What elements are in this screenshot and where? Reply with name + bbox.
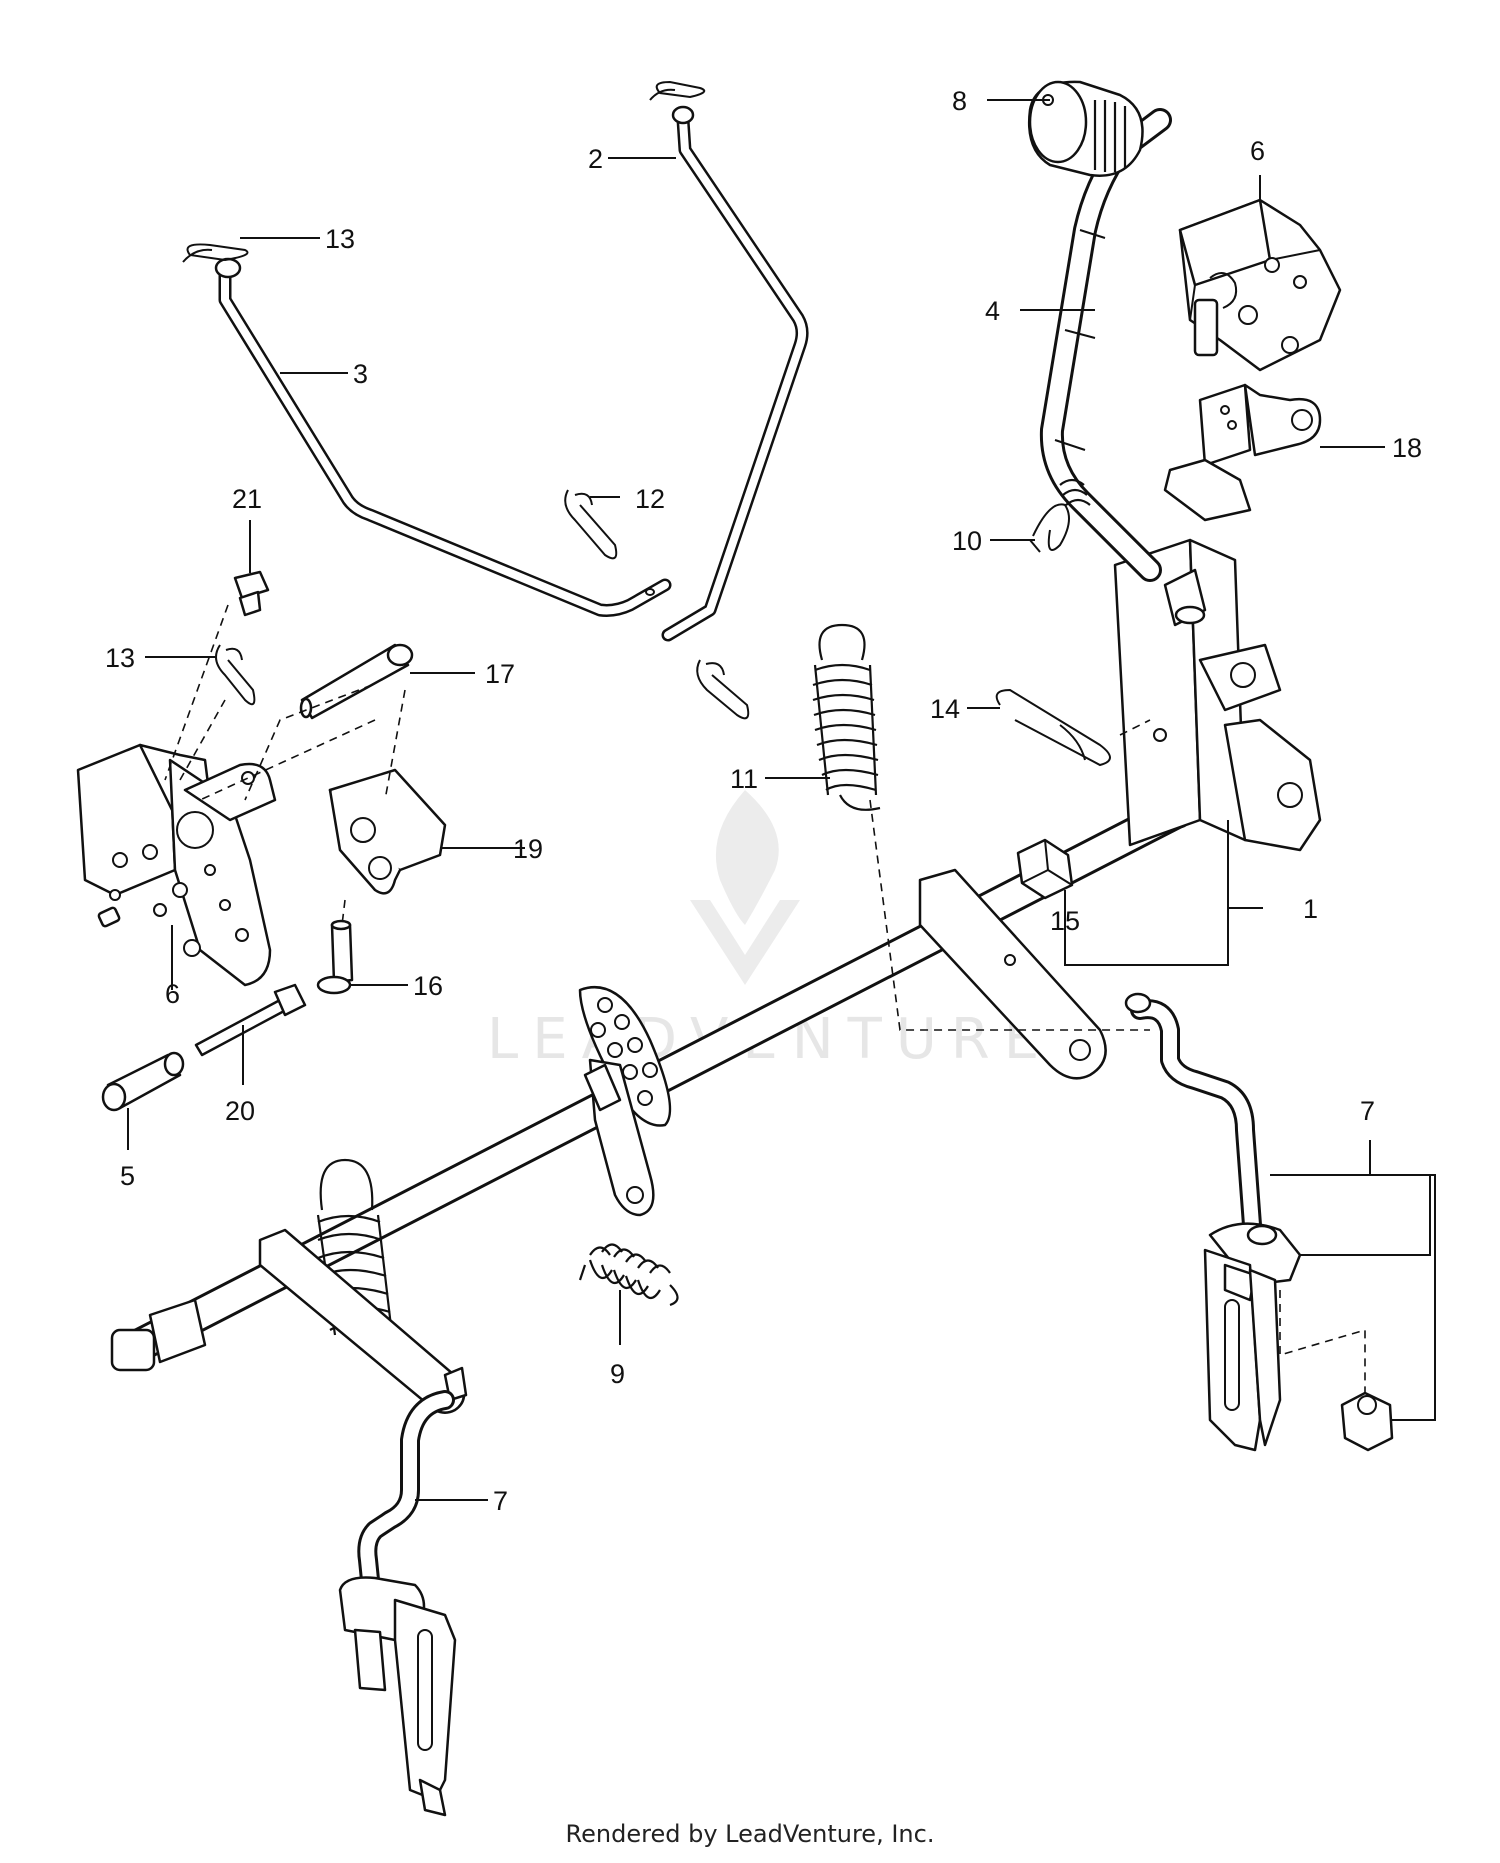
- callout-19: 19: [513, 834, 543, 864]
- callout-4: 4: [985, 296, 1000, 326]
- hairpin-clip-14: [995, 688, 1111, 767]
- hairpin-clip-rod2: [696, 659, 750, 720]
- hairpin-clip-13-lower: [215, 644, 256, 706]
- knob-8: [1028, 80, 1144, 177]
- shaft-arm-left: [258, 1228, 468, 1414]
- height-link-7-right: [1124, 992, 1394, 1452]
- callout-10: 10: [952, 526, 982, 556]
- callout-20: 20: [225, 1096, 255, 1126]
- compression-spring-9: [578, 1243, 679, 1307]
- leader-lines: [127, 99, 1436, 1501]
- link-rod-2: [649, 80, 809, 642]
- hairpin-clip-12: [564, 489, 618, 560]
- callout-12: 12: [635, 484, 665, 514]
- link-rod-3: [182, 243, 672, 617]
- bolt-20: [194, 983, 307, 1057]
- callout-6-upper: 6: [1250, 136, 1265, 166]
- shaft-arm-plate: [918, 868, 1107, 1080]
- callout-9: 9: [610, 1359, 625, 1389]
- pivot-pin-17: [299, 643, 414, 720]
- mount-bracket-6-upper: [1178, 198, 1342, 372]
- watermark-logo-icon: [690, 790, 800, 985]
- callout-15: 15: [1050, 906, 1080, 936]
- callout-3: 3: [353, 359, 368, 389]
- assembly-dash-lines: [164, 604, 1366, 1395]
- hairpin-clip-10: [1029, 503, 1070, 553]
- height-index-plate: [578, 985, 672, 1217]
- callout-5: 5: [120, 1161, 135, 1191]
- callout-1: 1: [1303, 894, 1318, 924]
- spacer-5: [101, 1051, 185, 1112]
- lift-bracket-1: [1113, 538, 1322, 852]
- callout-8: 8: [952, 86, 967, 116]
- callout-11: 11: [730, 764, 758, 794]
- callout-labels: 8 2 6 13 4 3 18 21 12 10 13 17 14 11 19 …: [105, 86, 1422, 1516]
- bolt-21: [233, 570, 270, 617]
- pivot-block-19: [328, 768, 447, 895]
- callout-6-lower: 6: [165, 979, 180, 1009]
- callout-13-lower: 13: [105, 643, 135, 673]
- clevis-pin-16: [316, 919, 354, 995]
- lift-lever-4: [1039, 108, 1172, 582]
- callout-7-right: 7: [1360, 1096, 1375, 1126]
- pivot-plate-18: [1163, 383, 1322, 522]
- callout-16: 16: [413, 971, 443, 1001]
- extension-spring-11: [812, 623, 881, 811]
- hex-nut-15: [1016, 838, 1074, 900]
- callout-7-left: 7: [493, 1486, 508, 1516]
- footer-credit: Rendered by LeadVenture, Inc.: [565, 1820, 935, 1848]
- mount-bracket-6-lower: [76, 743, 277, 987]
- callout-2: 2: [588, 144, 603, 174]
- height-link-7-left: [338, 1390, 457, 1817]
- callout-13-upper: 13: [325, 224, 355, 254]
- callout-14: 14: [930, 694, 960, 724]
- callout-21: 21: [232, 484, 262, 514]
- callout-17: 17: [485, 659, 515, 689]
- callout-18: 18: [1392, 433, 1422, 463]
